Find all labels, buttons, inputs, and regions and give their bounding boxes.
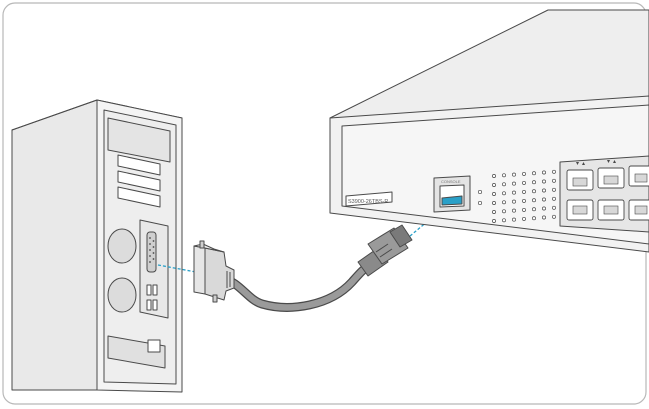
- pc-slot: [117, 170, 161, 192]
- db9-screw: [199, 240, 205, 249]
- db9-screw: [212, 294, 218, 303]
- status-led: [552, 196, 556, 201]
- status-led: [512, 217, 516, 222]
- port-indicators: [576, 160, 616, 165]
- pc-slot: [117, 186, 161, 208]
- status-led: [552, 205, 556, 210]
- status-led: [542, 206, 546, 211]
- status-led: [522, 198, 526, 203]
- console-port-label: CONSOLE: [441, 179, 461, 184]
- status-led: [532, 198, 536, 203]
- link-pc-to-db9: [157, 264, 197, 273]
- status-led: [532, 171, 536, 176]
- rj45-ridge: [379, 248, 393, 258]
- pc-fan: [107, 277, 137, 313]
- status-led: [492, 201, 496, 205]
- status-led: [512, 190, 516, 195]
- db9-front-plate: [193, 245, 206, 295]
- status-led: [492, 192, 496, 196]
- status-led: [492, 210, 496, 214]
- system-leds: [477, 189, 483, 206]
- pc-usb-port: [146, 284, 152, 296]
- status-led: [552, 169, 556, 174]
- status-led: [492, 219, 496, 223]
- console-cable-core: [218, 262, 374, 311]
- status-led: [502, 200, 506, 205]
- status-led: [522, 180, 526, 185]
- status-led: [542, 170, 546, 175]
- status-led: [492, 183, 496, 187]
- status-led: [512, 199, 516, 204]
- status-led-grid: [492, 169, 556, 223]
- status-led: [522, 189, 526, 194]
- pc-serial-pins: [149, 237, 155, 263]
- pc-usb-port: [152, 284, 158, 296]
- pc-psu: [107, 117, 171, 163]
- status-led: [502, 209, 506, 214]
- console-port-contacts: [441, 195, 463, 206]
- status-led: [542, 188, 546, 193]
- status-led: [522, 207, 526, 212]
- pc-usb-port: [152, 299, 158, 311]
- status-led: [492, 174, 496, 178]
- pc-tower-icon: [11, 99, 183, 393]
- status-led: [542, 215, 546, 220]
- status-led: [532, 180, 536, 185]
- status-led: [502, 173, 506, 178]
- rj45-head: [389, 224, 413, 248]
- status-led: [552, 178, 556, 183]
- rj45-plug-icon: [357, 224, 413, 277]
- status-led: [522, 216, 526, 221]
- link-rj45-to-console: [409, 205, 447, 237]
- status-led: [522, 171, 526, 176]
- status-led: [552, 214, 556, 219]
- pc-fan: [107, 228, 137, 264]
- status-led: [552, 187, 556, 192]
- status-led: [542, 197, 546, 202]
- status-led: [502, 182, 506, 187]
- status-led: [532, 189, 536, 194]
- status-led: [532, 216, 536, 221]
- status-led: [502, 191, 506, 196]
- rj45-ridge: [375, 243, 389, 253]
- pc-slot: [117, 154, 161, 176]
- switch-port-inner: [572, 173, 648, 215]
- status-led: [512, 181, 516, 186]
- model-label-box: [345, 191, 393, 207]
- status-led: [512, 172, 516, 177]
- status-led: [502, 218, 506, 223]
- serial-db9-connector-icon: [193, 240, 235, 303]
- pc-side-panel: [11, 99, 98, 391]
- pc-usb-port: [146, 299, 152, 311]
- switch-model-label: S3900-26TBS-R: [348, 199, 388, 205]
- status-led: [542, 179, 546, 184]
- pc-power-plug: [147, 339, 161, 353]
- status-led: [532, 207, 536, 212]
- status-led: [512, 208, 516, 213]
- pc-serial-port: [146, 231, 157, 273]
